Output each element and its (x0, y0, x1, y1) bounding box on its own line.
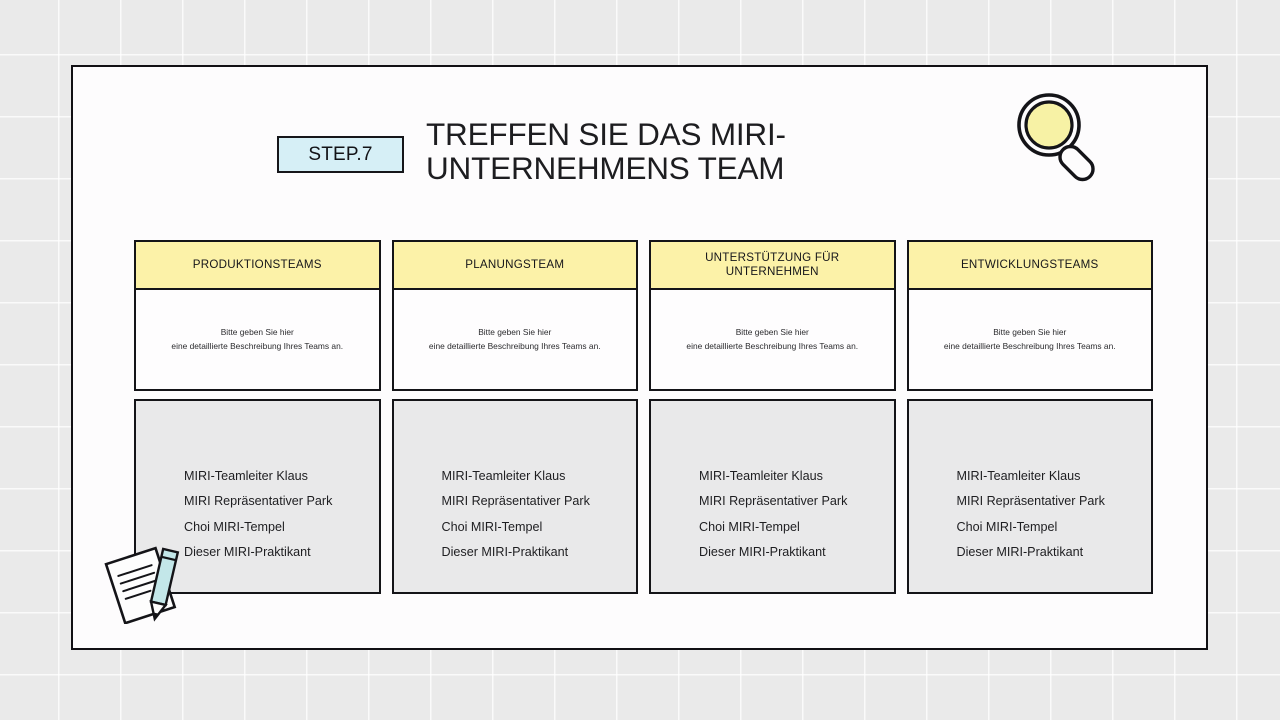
column-member-list: MIRI-Teamleiter Klaus MIRI Repräsentativ… (391, 399, 638, 594)
list-item: Choi MIRI-Tempel (441, 519, 543, 534)
magnifier-icon (1006, 85, 1106, 185)
list-item: MIRI-Teamleiter Klaus (441, 469, 566, 483)
list-item: MIRI Repräsentativer Park (441, 494, 590, 509)
step-badge-label: STEP.7 (308, 143, 373, 165)
list-item: Dieser MIRI-Praktikant (441, 544, 569, 559)
note-pencil-icon (101, 536, 196, 625)
list-item: MIRI-Teamleiter Klaus (956, 469, 1081, 483)
column-member-list: MIRI-Teamleiter Klaus MIRI Repräsentativ… (649, 399, 896, 594)
list-item: MIRI-Teamleiter Klaus (184, 469, 308, 483)
list-item: MIRI Repräsentativer Park (956, 494, 1105, 509)
column-heading: PLANUNGSTEAM (391, 240, 638, 290)
list-item: MIRI Repräsentativer Park (699, 494, 848, 509)
list-item: Dieser MIRI-Praktikant (699, 544, 826, 559)
list-item: Dieser MIRI-Praktikant (184, 544, 311, 559)
list-item: Choi MIRI-Tempel (956, 519, 1058, 534)
page-title: TREFFEN SIE DAS MIRI-UNTERNEHMENS TEAM (426, 116, 786, 186)
column-heading: PRODUKTIONSTEAMS (134, 240, 381, 290)
list-item: Choi MIRI-Tempel (699, 519, 800, 534)
column-heading: ENTWICKLUNGSTEAMS (906, 240, 1153, 290)
list-item: MIRI Repräsentativer Park (184, 494, 333, 509)
column-heading: UNTERSTÜTZUNG FÜR UNTERNEHMEN (649, 240, 896, 290)
slide-header: STEP.7 TREFFEN SIE DAS MIRI-UNTERNEHMENS… (73, 67, 1206, 217)
list-item: Dieser MIRI-Praktikant (956, 544, 1084, 559)
list-item: MIRI-Teamleiter Klaus (699, 469, 823, 483)
column-member-list: MIRI-Teamleiter Klaus MIRI Repräsentativ… (906, 399, 1153, 594)
slide-card: STEP.7 TREFFEN SIE DAS MIRI-UNTERNEHMENS… (71, 65, 1208, 650)
list-item: Choi MIRI-Tempel (184, 519, 285, 534)
step-badge[interactable]: STEP.7 (277, 136, 404, 173)
team-column-business-support: UNTERSTÜTZUNG FÜR UNTERNEHMEN Bitte gebe… (649, 240, 896, 594)
